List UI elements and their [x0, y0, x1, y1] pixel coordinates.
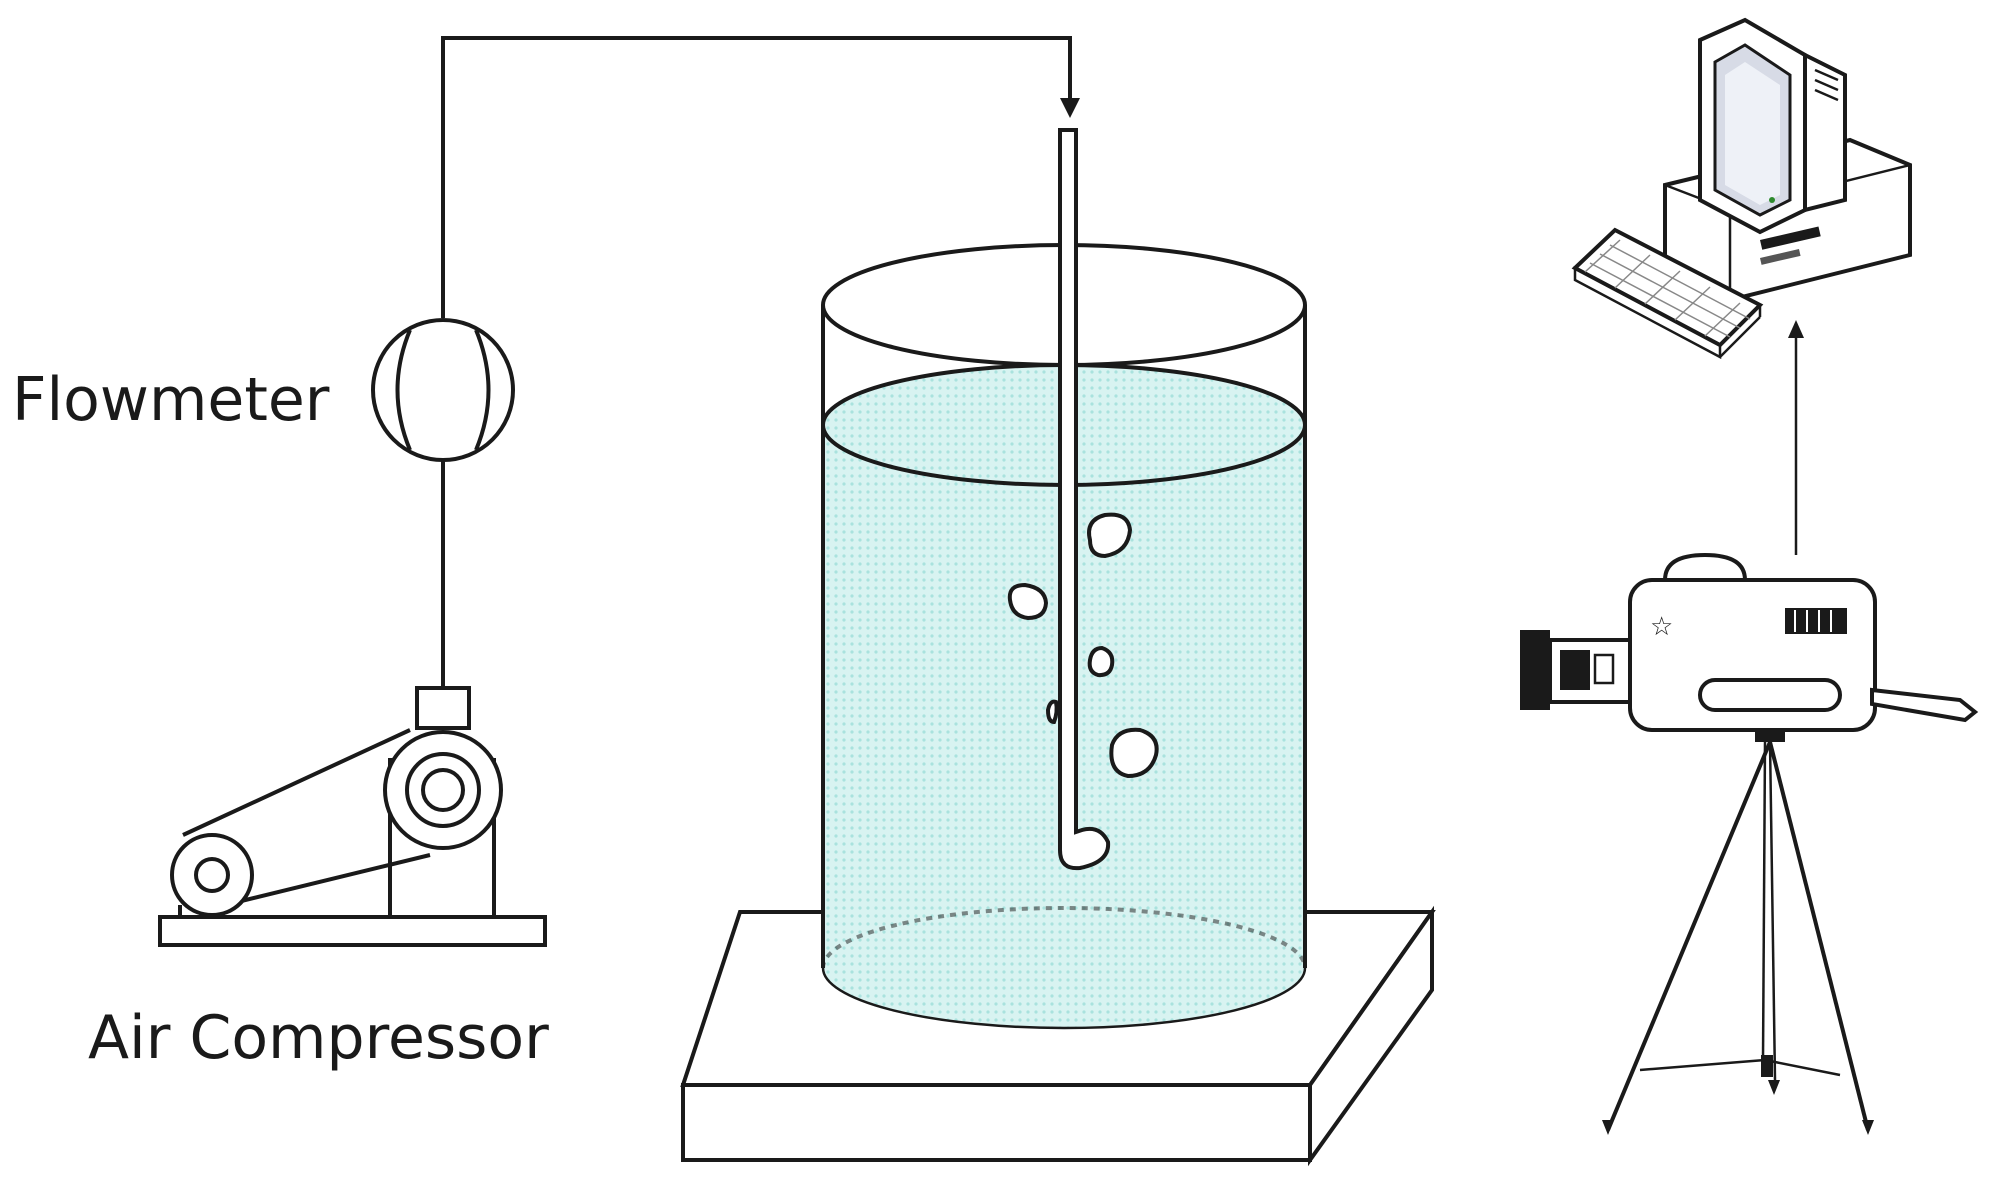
computer-icon: [1571, 17, 1912, 360]
air-pipe: [441, 36, 1080, 688]
air-compressor-icon: [158, 686, 547, 947]
flowmeter-icon: [371, 318, 515, 462]
air-tube: [1058, 128, 1111, 871]
video-camera-icon: ☆: [1520, 552, 1979, 732]
bubbles: [1007, 512, 1159, 779]
arrow-icon: [1788, 320, 1804, 338]
arrow-icon: [1060, 98, 1080, 118]
tripod-icon: [1602, 730, 1874, 1135]
flowmeter-label: Flowmeter: [12, 365, 330, 435]
svg-text:☆: ☆: [1650, 612, 1673, 642]
air-compressor-label: Air Compressor: [88, 1003, 549, 1073]
data-link-arrow: [1788, 320, 1804, 555]
